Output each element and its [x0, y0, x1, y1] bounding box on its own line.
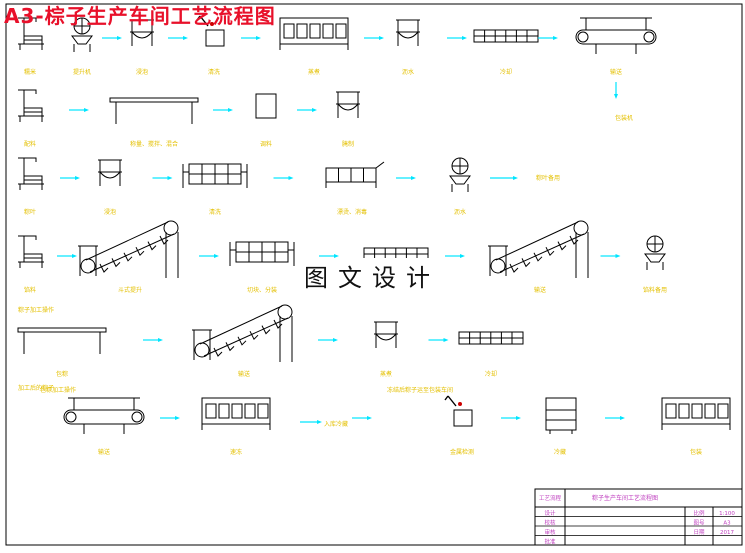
- equipment-label: 粽叶: [24, 208, 36, 216]
- equipment-label: 浸泡: [136, 68, 148, 76]
- equipment-label: 金属检测: [450, 448, 474, 456]
- output-label: 粽叶备用: [536, 174, 560, 182]
- equipment-label: 沥水: [402, 68, 414, 76]
- equipment-label: 沥水: [454, 208, 466, 216]
- equipment-tray-rack: [473, 29, 539, 43]
- equipment-label: 提升机: [73, 68, 91, 76]
- equipment-tray-rack: [458, 331, 524, 345]
- equipment-processing-bath: [279, 17, 349, 50]
- equipment-wash-unit: [196, 15, 225, 47]
- equipment-hopper-cart: [18, 17, 44, 50]
- equipment-label: 输送: [534, 286, 546, 294]
- equipment-label: 输送: [610, 68, 622, 76]
- watermark-text: 图文设计: [300, 258, 444, 293]
- equipment-label: 称量、搅拌、混合: [130, 140, 178, 148]
- equipment-hopper-cart: [18, 157, 44, 190]
- stage-heading: 粽子加工操作: [18, 306, 54, 314]
- equipment-label: 斗式提升: [118, 286, 142, 294]
- equipment-incline-conveyor: [78, 220, 179, 278]
- equipment-label: 冷却: [485, 370, 497, 378]
- equipment-incline-conveyor: [192, 304, 293, 362]
- equipment-label: 馅料: [24, 286, 36, 294]
- equipment-label: 速冻: [230, 448, 242, 456]
- equipment-cold-cabinet: [545, 397, 577, 434]
- equipment-drain-rack: [229, 241, 295, 266]
- titleblock-row-label: 批准: [544, 538, 556, 546]
- stage-note: 冻结后粽子运至包装车间: [387, 386, 453, 394]
- drawing-border: [5, 3, 743, 546]
- equipment-drain-rack: [182, 163, 248, 188]
- flow-row-2: 配料 称量、搅拌、混合 调料 腌制: [18, 89, 360, 148]
- equipment-hoist-unit: [449, 157, 471, 192]
- equipment-label: 糯米: [24, 68, 36, 76]
- equipment-label: 冷藏: [554, 448, 566, 456]
- equipment-seasoning-box: [255, 93, 277, 119]
- titleblock-row-label: 设计: [544, 509, 556, 517]
- titleblock-field-key: 比例: [693, 509, 705, 517]
- stage-heading: 加工后的粽子: [18, 384, 54, 392]
- equipment-label: 输送: [98, 448, 110, 456]
- equipment-label: 切块、分装: [247, 286, 277, 294]
- equipment-work-table: [17, 327, 107, 354]
- titleblock-field-value: A3: [723, 521, 731, 527]
- titleblock-row-label: 校核: [544, 519, 556, 527]
- equipment-hopper-cart: [18, 89, 44, 122]
- equipment-label: 蒸煮: [308, 68, 320, 76]
- equipment-label: 浸泡: [104, 208, 116, 216]
- equipment-hoist-unit: [644, 235, 666, 270]
- equipment-label: 漂烫、消毒: [337, 208, 367, 216]
- stage-note: 包粽加工操作: [40, 386, 76, 394]
- equipment-label: 输送: [238, 370, 250, 378]
- equipment-incline-conveyor: [488, 220, 589, 278]
- equipment-work-table: [109, 97, 199, 124]
- equipment-soaking-tank: [130, 19, 154, 46]
- titleblock-project: 粽子生产车间工艺流程图: [592, 494, 658, 502]
- equipment-belt-conveyor: [575, 17, 657, 54]
- titleblock-row-label: 审核: [544, 528, 556, 536]
- equipment-label: 清洗: [209, 208, 221, 216]
- equipment-label: 冷却: [500, 68, 512, 76]
- equipment-processing-bath: [201, 397, 271, 430]
- stage-note: 入库冷藏: [324, 420, 348, 428]
- titleblock-drawing: 工艺流程: [539, 494, 562, 502]
- equipment-soaking-tank: [396, 19, 420, 46]
- titleblock-field-value: 2017: [720, 530, 734, 536]
- equipment-blanching-basin: [325, 161, 385, 188]
- flow-row-3: 粽叶 浸泡 清洗 漂烫、消毒 沥水 粽叶备用: [18, 157, 560, 216]
- equipment-label: 清洗: [208, 68, 220, 76]
- equipment-soaking-tank: [374, 321, 398, 348]
- equipment-label: 馅料备用: [643, 286, 667, 294]
- titleblock-field-key: 图号: [693, 519, 705, 527]
- equipment-label: 配料: [24, 140, 36, 148]
- equipment-soaking-tank: [336, 91, 360, 118]
- equipment-label: 包装: [690, 448, 702, 456]
- equipment-processing-bath: [661, 397, 731, 430]
- drawing-title: A3-棕子生产车间工艺流程图: [4, 4, 276, 28]
- titleblock-field-key: 日期: [693, 529, 705, 536]
- equipment-label: 蒸煮: [380, 370, 392, 378]
- equipment-hopper-cart: [18, 235, 44, 268]
- equipment-belt-conveyor: [63, 397, 145, 434]
- equipment-hoist-unit: [71, 17, 93, 52]
- equipment-label: 调料: [260, 140, 272, 148]
- titleblock-field-value: 1:100: [719, 511, 735, 517]
- equipment-label: 包粽: [56, 370, 68, 378]
- equipment-wash-unit: [444, 395, 473, 427]
- equipment-soaking-tank: [98, 159, 122, 186]
- equipment-label: 腌制: [342, 140, 354, 148]
- output-label: 包装机: [615, 114, 633, 122]
